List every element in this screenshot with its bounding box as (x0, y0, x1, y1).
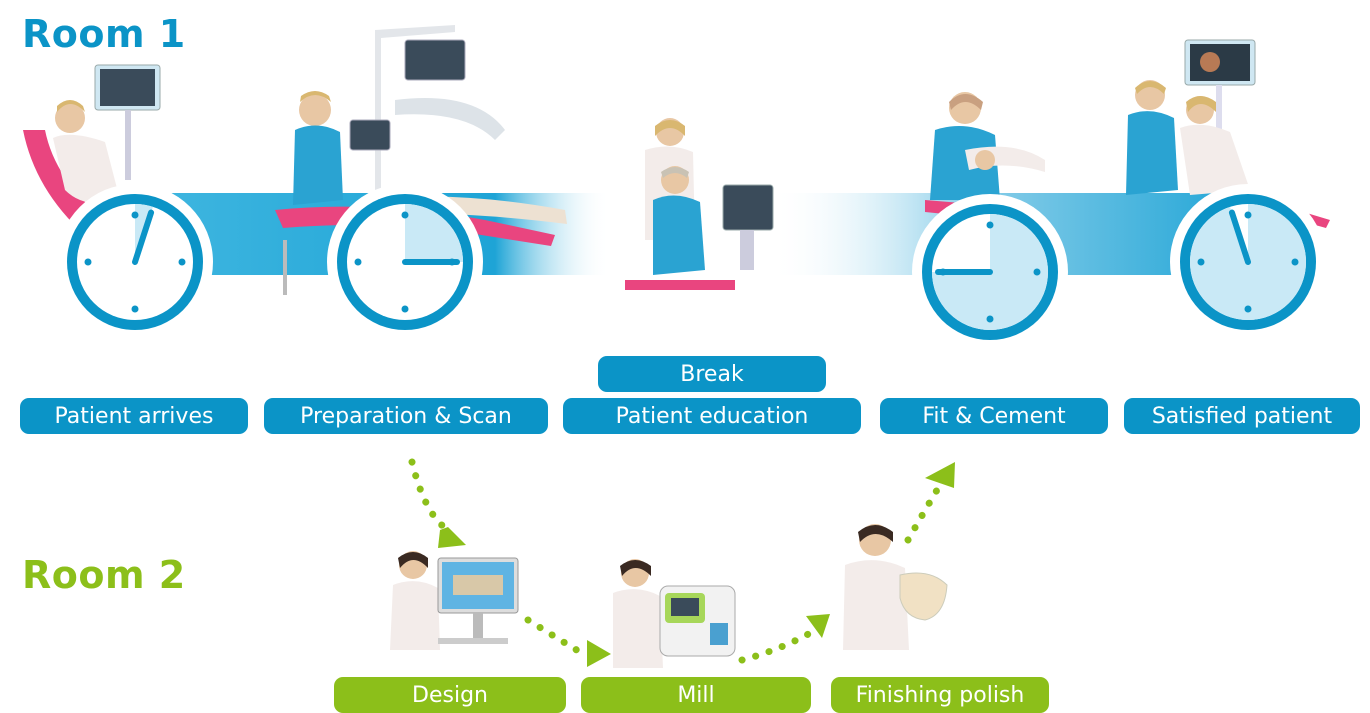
step-mill: Mill (581, 677, 811, 713)
clock-tick (84, 258, 92, 266)
finishing-polish-scene (843, 524, 948, 650)
step-design: Design (334, 677, 566, 713)
step-break: Break (598, 356, 826, 392)
step-preparation-scan: Preparation & Scan (264, 398, 548, 434)
room-1-title: Room 1 (22, 12, 186, 56)
clock-tick (1244, 305, 1252, 313)
arrowhead-design (438, 527, 466, 548)
step-satisfied-patient: Satisfied patient (1124, 398, 1360, 434)
clock-tick (131, 211, 139, 219)
arrow-polish-to-fit (904, 481, 944, 544)
clock-tick (131, 305, 139, 313)
clock-tick (986, 315, 994, 323)
arrow-mill-to-polish (738, 628, 816, 664)
patient-arrives-scene (23, 64, 161, 238)
clock-tick (401, 211, 409, 219)
clock-fit-cement (912, 194, 1068, 350)
clock-hand (132, 209, 155, 265)
clock-hand (1228, 209, 1251, 265)
clock-tick (986, 221, 994, 229)
clock-patient-arrives (57, 184, 213, 340)
patient-education-scene (625, 118, 774, 290)
clock-tick (1244, 211, 1252, 219)
clock-tick (354, 258, 362, 266)
design-scene (390, 551, 519, 650)
room-2-title: Room 2 (22, 553, 186, 597)
mill-scene (613, 559, 736, 668)
clock-elapsed-sector (405, 204, 463, 262)
clock-tick (401, 305, 409, 313)
clock-preparation-scan (327, 184, 483, 340)
step-patient-arrives: Patient arrives (20, 398, 248, 434)
clock-tick (1291, 258, 1299, 266)
step-patient-education: Patient education (563, 398, 861, 434)
arrowhead-fit (925, 462, 955, 488)
arrowhead-mill (587, 640, 611, 667)
clock-tick (1197, 258, 1205, 266)
step-finishing-polish: Finishing polish (831, 677, 1049, 713)
clock-tick (178, 258, 186, 266)
arrowhead-polish (806, 614, 830, 638)
arrow-design-to-mill (524, 616, 589, 659)
clock-tick (1033, 268, 1041, 276)
step-fit-cement: Fit & Cement (880, 398, 1108, 434)
arrow-scan-to-design (408, 458, 452, 534)
clock-satisfied-patient (1170, 184, 1326, 340)
